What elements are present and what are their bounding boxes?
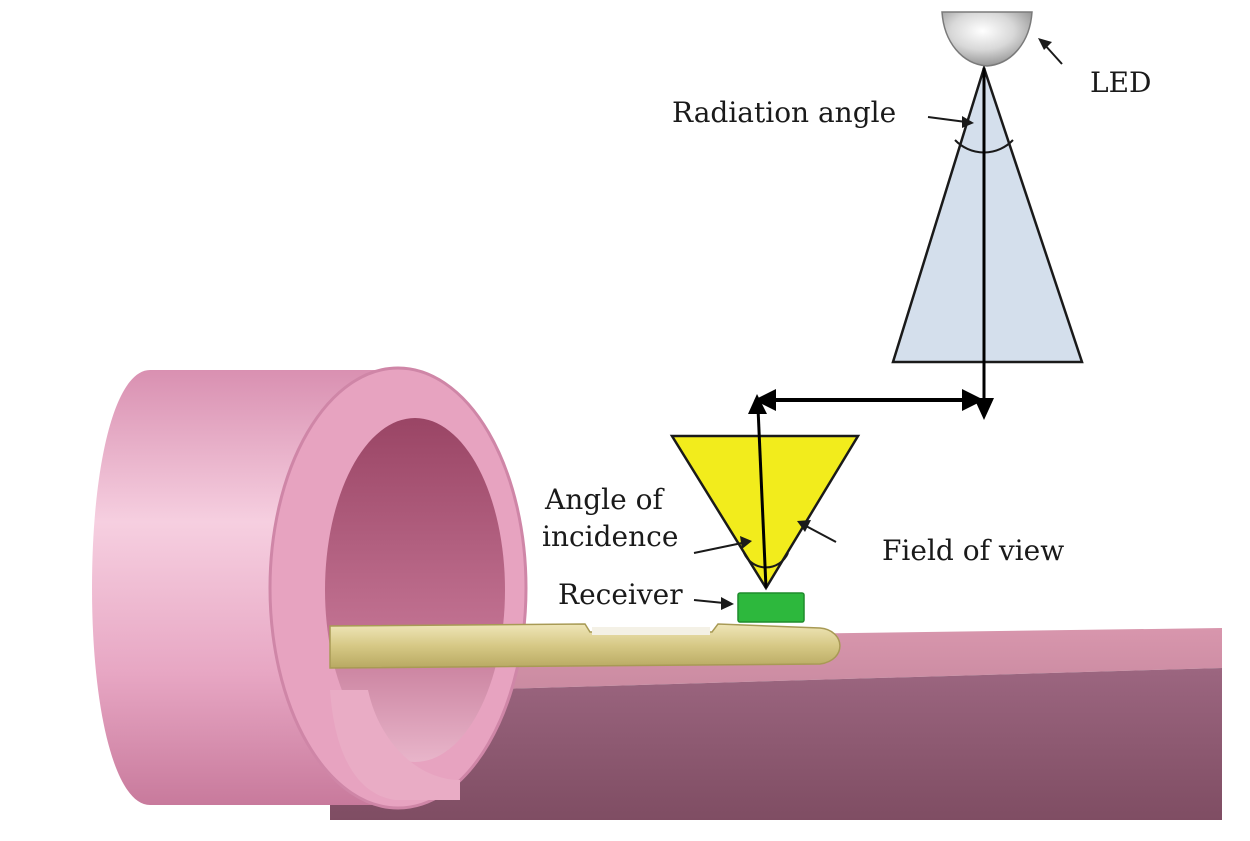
light-path (748, 68, 994, 589)
led-leader (1043, 43, 1063, 65)
led-bulb-shape (941, 11, 1033, 67)
led-leader-head (1038, 38, 1052, 50)
leader-arrows (693, 38, 1063, 610)
tube-inner-hollow (325, 418, 505, 762)
horizontal-arrowhead-left (754, 389, 776, 411)
receiver-up-arrowhead (748, 394, 767, 414)
radiation-triangle (891, 63, 1084, 364)
fov-triangle (669, 434, 861, 591)
tube-cut-opening (330, 690, 460, 800)
radiation-cone (891, 63, 1084, 364)
rod-body (329, 623, 841, 669)
radiation-angle-leader (927, 116, 967, 123)
receiver-label: Receiver (558, 578, 683, 611)
receiver-chip (737, 592, 805, 623)
base-bar-front (330, 668, 1222, 820)
led-down-arrowhead (974, 398, 994, 420)
led-label: LED (1090, 66, 1151, 99)
receiver-leader-head (721, 597, 734, 610)
fov-leader (805, 525, 837, 543)
fov-leader-head (797, 520, 811, 532)
receiver-vertical-line (756, 407, 768, 589)
rod (329, 623, 841, 669)
rod-slot (592, 627, 710, 635)
angle-of-incidence-label-line1: Angle of (544, 483, 665, 516)
angle-of-incidence-label-line2: incidence (542, 520, 678, 553)
field-of-view-label: Field of view (882, 534, 1064, 567)
radiation-angle-leader-head (962, 116, 974, 128)
tube-ring-edge (268, 366, 528, 810)
incidence-leader (693, 542, 743, 554)
led-bulb (941, 11, 1033, 67)
horizontal-arrowhead-right (962, 389, 984, 411)
radiation-angle-label: Radiation angle (672, 96, 896, 129)
receiver-leader (693, 599, 725, 604)
pink-tube (92, 366, 528, 810)
incidence-leader-head (740, 536, 752, 549)
